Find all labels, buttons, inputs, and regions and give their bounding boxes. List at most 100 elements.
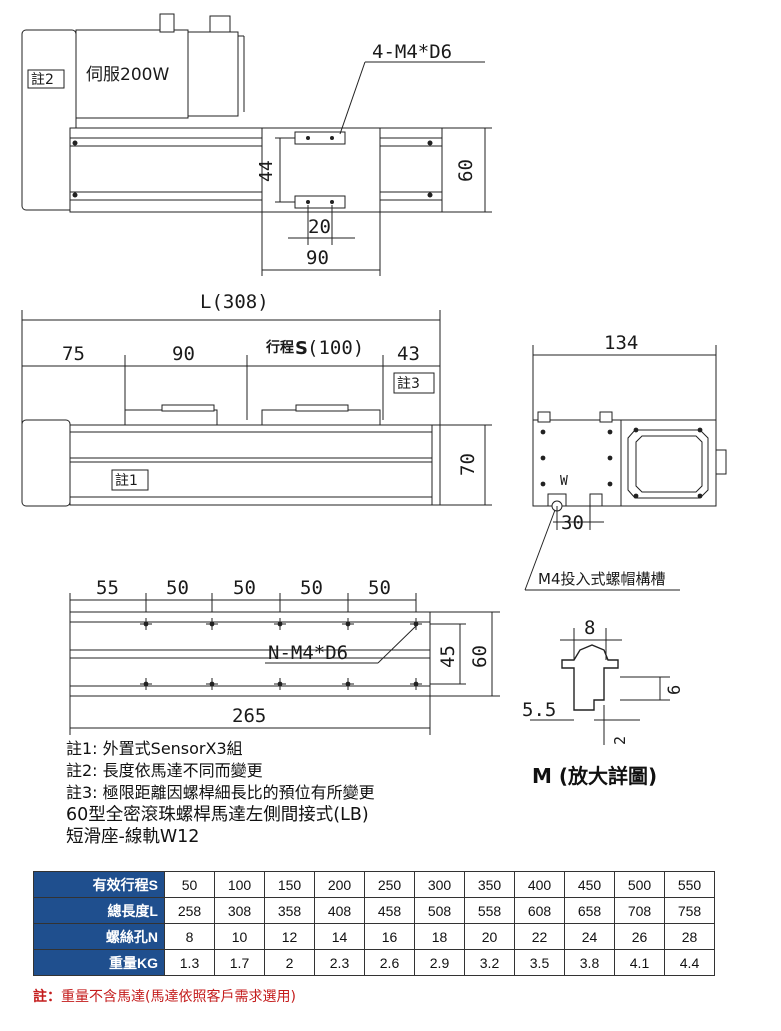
- dim-45: 45: [437, 645, 459, 668]
- spec-cell: 100: [214, 871, 265, 898]
- spec-cell: 3.2: [464, 949, 515, 976]
- spec-cell: 26: [614, 923, 665, 950]
- spec-cell: 508: [414, 897, 465, 924]
- detail-m-title: M (放大詳圖): [532, 764, 658, 788]
- spec-cell: 8: [164, 923, 215, 950]
- end-W: W: [560, 474, 568, 489]
- dim-L: L(308): [200, 291, 269, 313]
- spec-cell: 50: [164, 871, 215, 898]
- stroke-s: S: [295, 338, 308, 359]
- spec-cell: 550: [664, 871, 715, 898]
- spec-cell: 28: [664, 923, 715, 950]
- dim-20: 20: [308, 216, 331, 238]
- spec-cell: 200: [314, 871, 365, 898]
- spec-cell: 358: [264, 897, 315, 924]
- spec-cell: 2.6: [364, 949, 415, 976]
- spec-cell: 14: [314, 923, 365, 950]
- bottom-view: 55 50 50 50 50: [69, 577, 500, 735]
- stroke-prefix: 行程: [265, 339, 294, 356]
- detail-d2: 2: [611, 736, 629, 745]
- spec-cell: 4.1: [614, 949, 665, 976]
- top-note2: 註2: [31, 72, 54, 88]
- spec-cell: 250: [364, 871, 415, 898]
- spec-cell: 150: [264, 871, 315, 898]
- spec-cell: 458: [364, 897, 415, 924]
- end-view: 134 W 30 M4投入式螺帽構槽: [524, 332, 727, 591]
- dim-50-b: 50: [233, 577, 256, 599]
- spec-cell: 3.8: [564, 949, 615, 976]
- spec-cell: 22: [514, 923, 565, 950]
- dim-30: 30: [561, 512, 584, 534]
- spec-cell: 3.5: [514, 949, 565, 976]
- detail-d6: 6: [665, 685, 685, 695]
- spec-row-label: 螺絲孔N: [33, 923, 165, 950]
- hole-spec-label: N-M4*D6: [268, 642, 348, 664]
- spec-cell: 658: [564, 897, 615, 924]
- dim-50-a: 50: [166, 577, 189, 599]
- motor-label: 伺服200W: [86, 65, 169, 85]
- dim-50-d: 50: [368, 577, 391, 599]
- note-3: 註3: 極限距離因螺桿細長比的預位有所變更: [66, 783, 375, 802]
- spec-row-label: 有效行程S: [33, 871, 165, 898]
- side-view: L(308) 75 90 行程 S (100) 43 註3 註1 70: [21, 291, 492, 507]
- top-view: 註2 伺服200W 4-M4*D6 44 60 20 90: [21, 13, 492, 276]
- spec-cell: 558: [464, 897, 515, 924]
- spec-cell: 18: [414, 923, 465, 950]
- spec-cell: 300: [414, 871, 465, 898]
- technical-drawing: 註2 伺服200W 4-M4*D6 44 60 20 90 L(308) 75 …: [21, 13, 727, 745]
- spec-cell: 2: [264, 949, 315, 976]
- model-line-1: 60型全密滾珠螺桿馬達左側間接式(LB): [66, 805, 369, 825]
- dim-60-bottom: 60: [469, 645, 491, 668]
- dim-44: 44: [256, 160, 277, 182]
- dim-134: 134: [604, 332, 638, 354]
- spec-cell: 24: [564, 923, 615, 950]
- bolt-spec-label: 4-M4*D6: [372, 41, 452, 63]
- spec-cell: 16: [364, 923, 415, 950]
- dim-265: 265: [232, 705, 266, 727]
- spec-cell: 450: [564, 871, 615, 898]
- spec-cell: 4.4: [664, 949, 715, 976]
- dim-75: 75: [62, 343, 85, 365]
- spec-cell: 12: [264, 923, 315, 950]
- side-note1: 註1: [115, 473, 138, 489]
- spec-cell: 308: [214, 897, 265, 924]
- spec-cell: 400: [514, 871, 565, 898]
- model-line-2: 短滑座-線軌W12: [66, 827, 200, 847]
- spec-cell: 408: [314, 897, 365, 924]
- spec-cell: 608: [514, 897, 565, 924]
- spec-cell: 20: [464, 923, 515, 950]
- spec-cell: 500: [614, 871, 665, 898]
- footnote-text: 重量不含馬達(馬達依照客戶需求選用): [61, 989, 296, 1005]
- dim-90-top: 90: [306, 247, 329, 269]
- note-2: 註2: 長度依馬達不同而變更: [66, 761, 263, 780]
- footnote-prefix: 註：: [33, 989, 61, 1005]
- dim-90-side: 90: [172, 343, 195, 365]
- dim-70: 70: [457, 453, 479, 476]
- spec-row-label: 總長度L: [33, 897, 165, 924]
- dim-55: 55: [96, 577, 119, 599]
- slot-label: M4投入式螺帽構槽: [538, 570, 666, 588]
- footnote: 註：重量不含馬達(馬達依照客戶需求選用): [33, 986, 296, 1006]
- spec-cell: 1.3: [164, 949, 215, 976]
- detail-d8: 8: [584, 617, 595, 639]
- notes-block: 註1: 外置式SensorX3組 註2: 長度依馬達不同而變更 註3: 極限距離…: [66, 738, 375, 848]
- spec-cell: 1.7: [214, 949, 265, 976]
- dim-50-c: 50: [300, 577, 323, 599]
- spec-cell: 2.9: [414, 949, 465, 976]
- stroke-value: (100): [307, 337, 364, 359]
- spec-cell: 758: [664, 897, 715, 924]
- spec-cell: 10: [214, 923, 265, 950]
- spec-cell: 258: [164, 897, 215, 924]
- side-note3: 註3: [397, 376, 420, 392]
- spec-row-label: 重量KG: [33, 949, 165, 976]
- spec-cell: 350: [464, 871, 515, 898]
- dim-60-top: 60: [455, 159, 477, 182]
- spec-cell: 2.3: [314, 949, 365, 976]
- detail-m-view: 8 6 5.5 2: [522, 617, 685, 745]
- detail-d55: 5.5: [522, 699, 556, 721]
